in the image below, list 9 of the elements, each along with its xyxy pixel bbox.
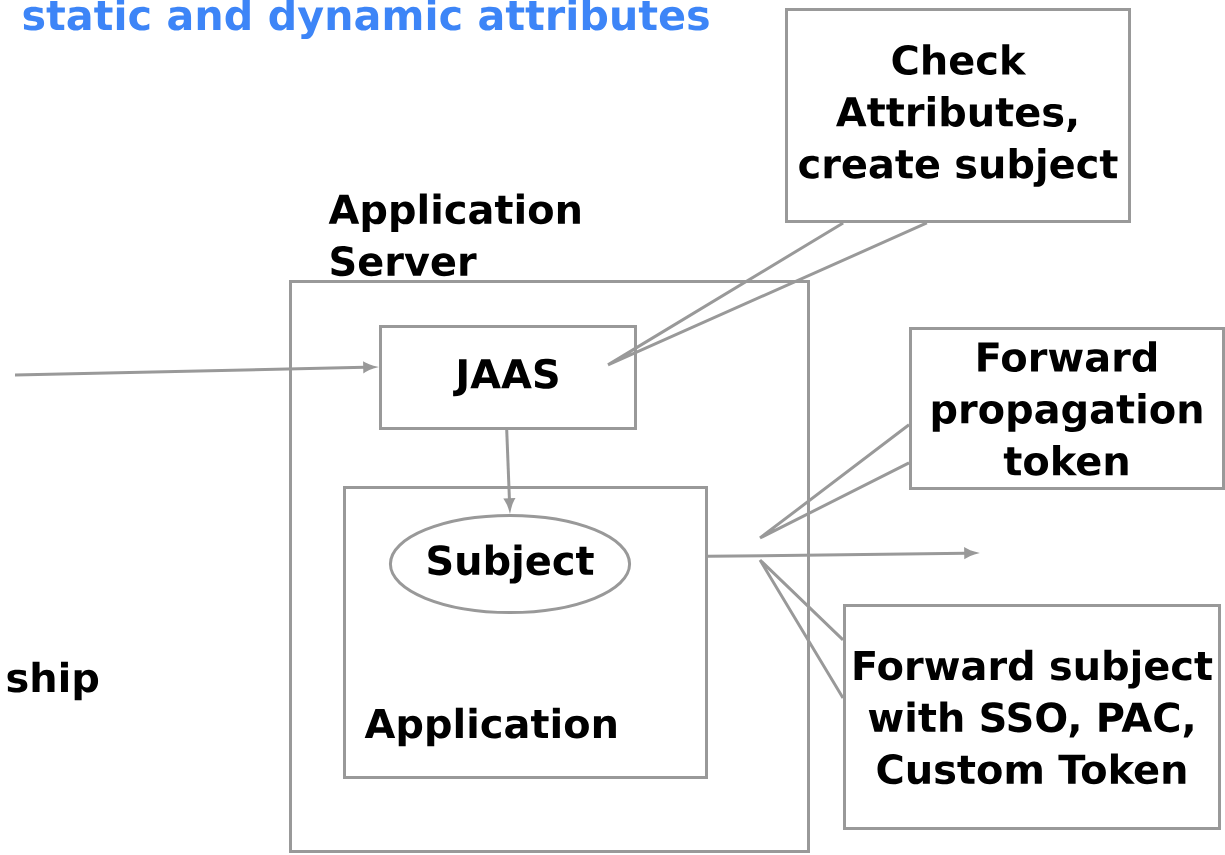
callout-pointer xyxy=(606,221,929,367)
process-box: JAAS xyxy=(379,325,637,430)
text-fragment: ship xyxy=(7,661,99,701)
node-label: Application Server xyxy=(328,193,580,277)
callout-box: Check Attributes, create subject xyxy=(785,8,1131,223)
callout-pointer xyxy=(758,558,845,700)
callout-box: Forward propagation token xyxy=(909,327,1225,490)
callout-box: Forward subject with SSO, PAC, Custom Token xyxy=(843,604,1221,830)
callout-pointer xyxy=(758,423,911,540)
